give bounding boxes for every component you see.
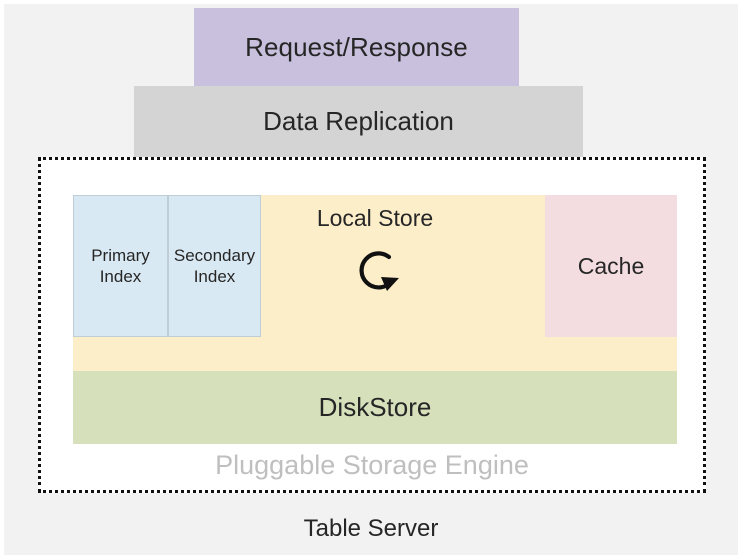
- secondary-index-label-line2: Index: [193, 267, 236, 286]
- cache-label: Cache: [577, 252, 645, 279]
- disk-store-label: DiskStore: [318, 392, 432, 422]
- disk-store-box: DiskStore: [73, 371, 677, 444]
- pluggable-storage-engine-caption: Pluggable Storage Engine: [215, 450, 529, 480]
- data-replication-label: Data Replication: [263, 106, 454, 136]
- local-store-label: Local Store: [316, 205, 434, 231]
- primary-index-label-line2: Index: [99, 267, 142, 286]
- request-response-label: Request/Response: [245, 31, 468, 62]
- cycle-arrow-icon: [359, 251, 399, 291]
- primary-index-label-line1: Primary: [91, 245, 150, 265]
- table-server-caption: Table Server: [303, 515, 439, 542]
- cache-box: Cache: [545, 195, 677, 337]
- primary-index-box: Primary Index: [73, 195, 168, 337]
- pluggable-storage-engine-container: Local Store Primary Index Secondary Inde…: [38, 157, 706, 493]
- request-response-layer: Request/Response: [194, 8, 519, 86]
- secondary-index-box: Secondary Index: [168, 195, 261, 337]
- secondary-index-label-line1: Secondary: [173, 245, 256, 265]
- data-replication-layer: Data Replication: [134, 86, 583, 157]
